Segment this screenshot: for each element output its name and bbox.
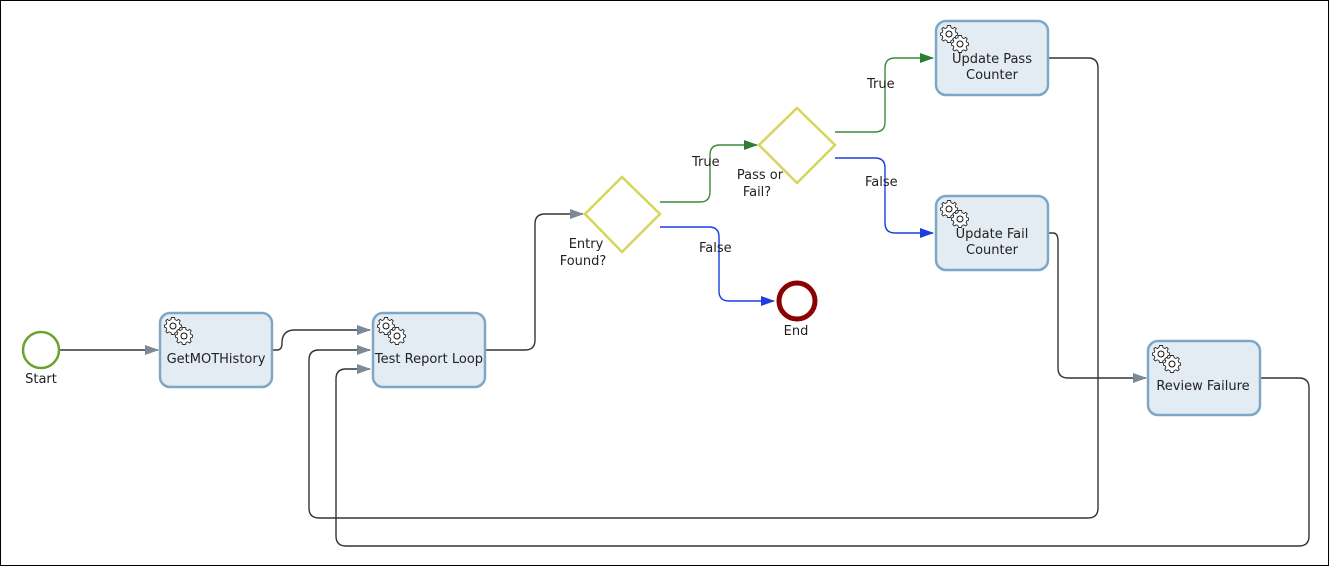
task-getmothistory[interactable]: GetMOTHistory xyxy=(158,311,274,389)
task-update-pass-counter[interactable]: Update Pass Counter xyxy=(934,19,1050,97)
task-pass-label-2: Counter xyxy=(966,68,1019,83)
task-review-failure[interactable]: Review Failure xyxy=(1146,339,1262,417)
label-entry-false: False xyxy=(699,241,732,256)
start-event[interactable]: Start xyxy=(21,330,61,387)
flow-pass-to-loop[interactable] xyxy=(308,57,1099,519)
task-fail-label-1: Update Fail xyxy=(956,227,1029,242)
gateway-passfail-label-2: Fail? xyxy=(743,185,771,200)
task-getmot-label: GetMOTHistory xyxy=(167,352,266,367)
flow-entry-true[interactable] xyxy=(660,140,758,203)
flow-passfail-false[interactable] xyxy=(835,157,934,238)
task-test-report-loop[interactable]: Test Report Loop xyxy=(371,311,487,389)
flow-entry-false[interactable] xyxy=(660,226,775,306)
end-event[interactable]: End xyxy=(776,280,818,339)
label-passfail-false: False xyxy=(865,175,898,190)
flow-loop-to-entry[interactable] xyxy=(485,209,584,351)
label-passfail-true: True xyxy=(866,77,895,92)
gateway-entry-label-2: Found? xyxy=(560,254,607,269)
flow-fail-to-review[interactable] xyxy=(1048,232,1147,383)
flow-getmot-to-loop[interactable] xyxy=(272,325,371,351)
task-update-fail-counter[interactable]: Update Fail Counter xyxy=(934,194,1050,272)
task-review-label: Review Failure xyxy=(1156,379,1249,394)
gateway-entry-found[interactable]: Entry Found? xyxy=(560,175,662,269)
flow-review-to-loop[interactable] xyxy=(335,364,1310,547)
start-label: Start xyxy=(25,372,57,387)
task-pass-label-1: Update Pass xyxy=(952,52,1032,67)
gateway-pass-or-fail[interactable]: Pass or Fail? xyxy=(737,106,837,200)
flow-passfail-true[interactable] xyxy=(835,53,934,133)
task-loop-label: Test Report Loop xyxy=(374,352,483,367)
task-fail-label-2: Counter xyxy=(966,243,1019,258)
gateway-passfail-label-1: Pass or xyxy=(737,168,784,183)
label-entry-true: True xyxy=(691,155,720,170)
end-label: End xyxy=(784,324,809,339)
gateway-entry-label-1: Entry xyxy=(569,237,604,252)
